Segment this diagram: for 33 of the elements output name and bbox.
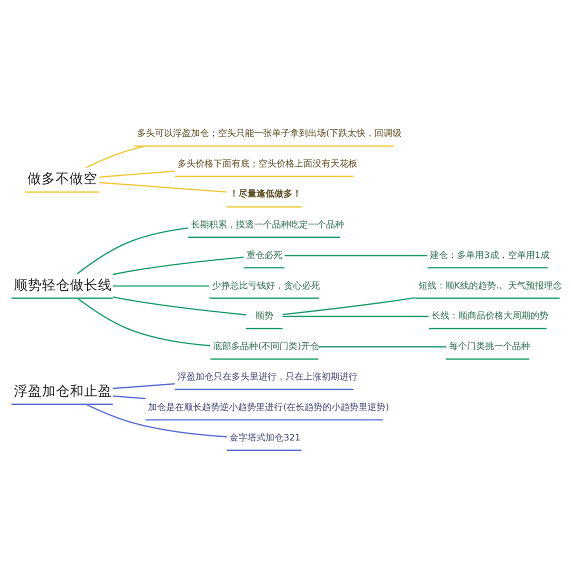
connector (112, 296, 246, 315)
node-text: 重仓必死 (246, 250, 283, 260)
connector (76, 226, 188, 274)
connector (112, 394, 146, 399)
node-text: 建仓：多单用3成，空单用1成 (430, 250, 550, 260)
connector (282, 315, 429, 317)
node-text: 多头可以浮盈加仓；空头只能一张单子拿到出场(下跌太快，回调级 (137, 128, 402, 139)
node-text: 浮盈加仓只在多头里进行，只在上涨初期进行 (178, 372, 358, 382)
node-text: 顺势 (255, 311, 274, 322)
connector (112, 284, 210, 286)
connector (77, 297, 210, 346)
connector (282, 296, 416, 315)
node-text: 少挣总比亏钱好，贪心必死 (212, 280, 320, 291)
node-text: 加仓是在顺长趋势逆小趋势里进行(在长趋势的小趋势里逆势) (148, 402, 390, 412)
connector (284, 254, 428, 256)
node-text: 做多不做空 (28, 170, 98, 187)
node-text: 短线：顺K线的趋势.。天气预报理念 (418, 280, 562, 291)
node-text: 每个门类挑一个品种 (448, 342, 530, 352)
connector (99, 170, 175, 178)
connector (99, 181, 227, 192)
node-text: ！尽量逢低做多！ (229, 188, 302, 199)
node-text: 顺势轻仓做长线 (14, 276, 112, 293)
node-text: 金字塔式加仓321 (230, 432, 300, 443)
node-text: 长线：顺商品价格大周期的势 (432, 311, 549, 322)
connector (86, 144, 146, 168)
connector (86, 403, 227, 437)
connector (112, 382, 175, 389)
node-text: 长期积累，摸透一个品种吃定一个品种 (190, 220, 344, 230)
node-text: 多头价格下面有底；空头价格上面没有天花板 (178, 159, 358, 170)
node-text: 浮盈加仓和止盈 (14, 383, 112, 400)
connector (318, 346, 446, 348)
connector (112, 256, 244, 275)
node-text: 底部多品种(不同门类)开仓 (213, 342, 319, 352)
